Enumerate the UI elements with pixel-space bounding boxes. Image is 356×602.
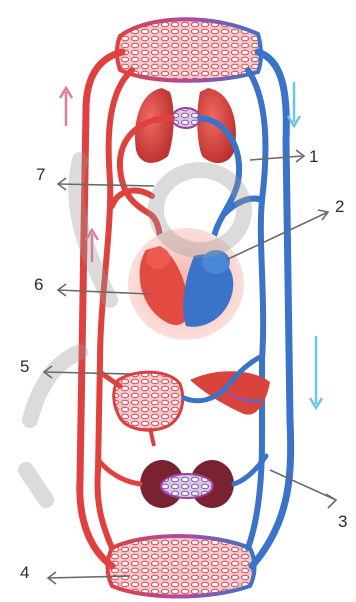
flow-arrow-up-icon — [60, 88, 72, 126]
label-6: 6 — [34, 275, 43, 294]
lower-capillary-bed — [108, 536, 255, 597]
flow-arrow-down-icon — [288, 82, 300, 126]
liver — [190, 371, 270, 414]
label-4: 4 — [20, 563, 29, 582]
label-5: 5 — [20, 357, 29, 376]
kidneys — [140, 460, 234, 508]
renal-artery — [98, 460, 140, 484]
label-2: 2 — [335, 197, 344, 216]
intestine — [114, 372, 183, 446]
label-3: 3 — [338, 512, 347, 531]
label-7: 7 — [36, 165, 45, 184]
label-1: 1 — [309, 147, 318, 166]
flow-arrow-down-icon — [310, 336, 322, 408]
upper-capillary-bed — [117, 19, 261, 81]
